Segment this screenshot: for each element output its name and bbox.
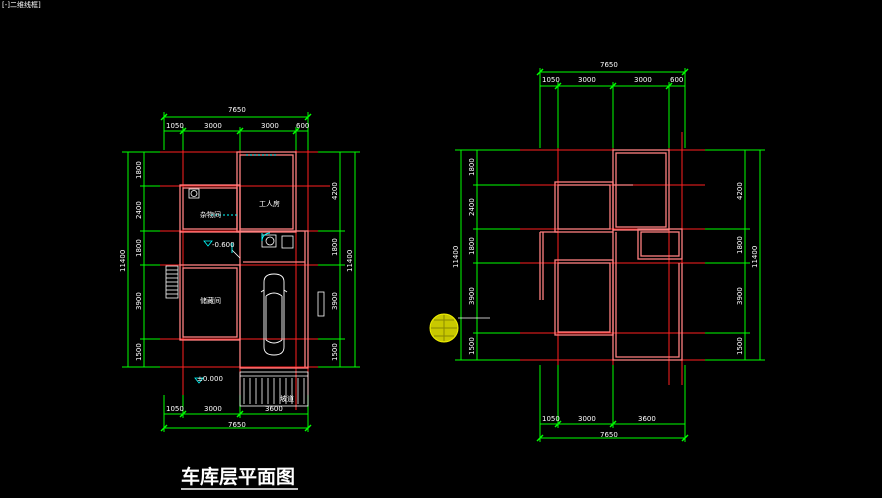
level-ground-text: ±0.000	[197, 375, 223, 383]
right-left-seg-5: 1500	[468, 337, 476, 355]
right-right-seg-4: 1500	[736, 337, 744, 355]
left-right-total: 11400	[346, 250, 354, 272]
left-plan: 7650 1050 3000 3000 600 1050 3000 3600 7…	[119, 106, 360, 432]
right-right-seg-3: 3900	[736, 287, 744, 305]
left-dimension-lines	[122, 112, 360, 432]
left-right-seg-1: 4200	[331, 182, 339, 200]
cursor-marker-icon[interactable]	[429, 313, 490, 343]
right-top-seg-1: 1050	[542, 76, 560, 84]
left-bottom-seg-1: 1050	[166, 405, 184, 413]
room-label-cellar: 储藏间	[200, 296, 221, 305]
right-bottom-seg-1: 1050	[542, 415, 560, 423]
right-right-seg-2: 1800	[736, 236, 744, 254]
right-plan: 7650 1050 3000 3000 600 1050 3000 3600 7…	[429, 61, 765, 442]
right-right-total: 11400	[751, 246, 759, 268]
left-top-seg-1: 1050	[166, 122, 184, 130]
right-walls	[539, 149, 683, 361]
level-marker-ground: ±0.000	[194, 375, 223, 384]
right-right-seg-1: 4200	[736, 182, 744, 200]
right-top-seg-2: 3000	[578, 76, 596, 84]
right-left-seg-4: 3900	[468, 287, 476, 305]
left-left-seg-5: 1500	[135, 343, 143, 361]
porch-stairs	[239, 371, 309, 407]
right-left-seg-1: 1800	[468, 158, 476, 176]
left-top-seg-2: 3000	[204, 122, 222, 130]
left-top-seg-4: 600	[296, 122, 309, 130]
stair-left	[165, 265, 179, 299]
left-bottom-seg-3: 3600	[265, 405, 283, 413]
room-label-storage: 杂物间	[200, 210, 221, 219]
level-marker-inner: -0.600	[203, 240, 235, 249]
left-left-seg-1: 1800	[135, 161, 143, 179]
right-top-seg-4: 600	[670, 76, 683, 84]
left-walls	[179, 151, 309, 369]
left-doors	[211, 154, 276, 253]
right-left-seg-2: 2400	[468, 198, 476, 216]
level-inner-text: -0.600	[212, 241, 235, 249]
left-left-seg-3: 1800	[135, 239, 143, 257]
left-top-total: 7650	[228, 106, 246, 114]
right-left-total: 11400	[452, 246, 460, 268]
car-icon	[260, 273, 288, 356]
left-bottom-total: 7650	[228, 421, 246, 429]
drawing-title: 车库层平面图	[181, 465, 295, 488]
right-dimension-lines	[455, 68, 765, 442]
room-label-porch: 坡道	[280, 394, 294, 403]
room-label-worker: 工人房	[259, 199, 280, 208]
left-right-seg-3: 3900	[331, 292, 339, 310]
left-bottom-seg-2: 3000	[204, 405, 222, 413]
left-left-total: 11400	[119, 250, 127, 272]
left-top-seg-3: 3000	[261, 122, 279, 130]
right-left-seg-3: 1800	[468, 237, 476, 255]
right-top-total: 7650	[600, 61, 618, 69]
right-bottom-seg-2: 3000	[578, 415, 596, 423]
left-left-seg-2: 2400	[135, 201, 143, 219]
left-fixtures	[165, 188, 325, 407]
right-bottom-seg-3: 3600	[638, 415, 656, 423]
left-left-seg-4: 3900	[135, 292, 143, 310]
left-right-seg-4: 1500	[331, 343, 339, 361]
right-top-seg-3: 3000	[634, 76, 652, 84]
left-right-seg-2: 1800	[331, 238, 339, 256]
right-bottom-total: 7650	[600, 431, 618, 439]
viewport-label[interactable]: [-]二维线框]	[2, 1, 41, 9]
